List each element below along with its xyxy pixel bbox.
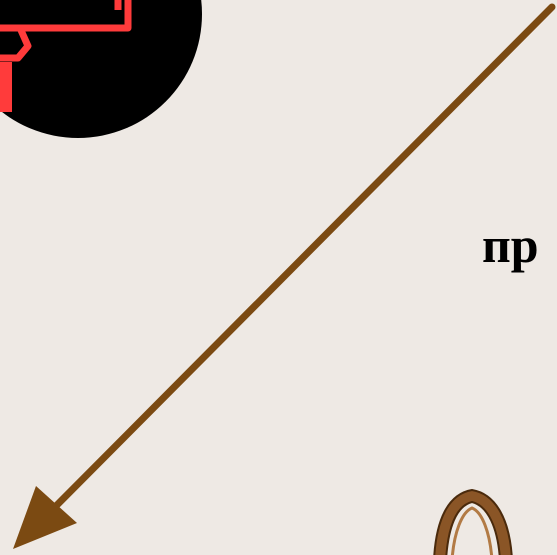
slide-caption: пр <box>482 220 539 270</box>
emblem-icon <box>0 0 202 138</box>
ring-icon <box>434 490 512 555</box>
